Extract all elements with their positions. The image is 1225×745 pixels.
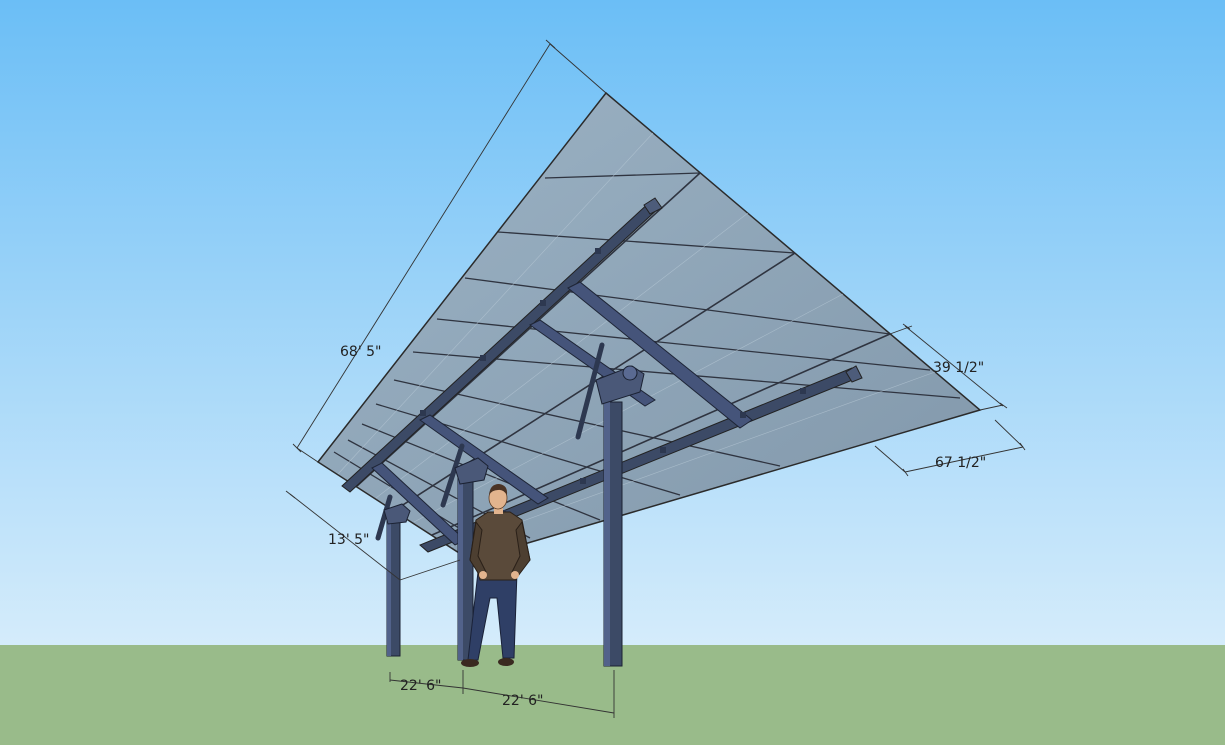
- support-post-middle: [454, 457, 489, 661]
- panel-array: [316, 91, 982, 561]
- dimension-label-span-1: 22' 6": [400, 678, 441, 694]
- dimension-lines: [285, 39, 1026, 718]
- person-figure-icon: [461, 484, 531, 667]
- dimension-label-module-width: 39 1/2": [933, 360, 984, 376]
- dimension-label-span-2: 22' 6": [502, 693, 543, 709]
- dimension-label-height: 13' 5": [328, 532, 369, 548]
- actuators: [375, 342, 605, 541]
- support-post-rear: [383, 503, 411, 657]
- dimension-label-module-length: 67 1/2": [935, 455, 986, 471]
- dimension-label-length: 68' 5": [340, 344, 381, 360]
- torque-rail-lower: [419, 365, 863, 553]
- support-post-front: [595, 365, 645, 667]
